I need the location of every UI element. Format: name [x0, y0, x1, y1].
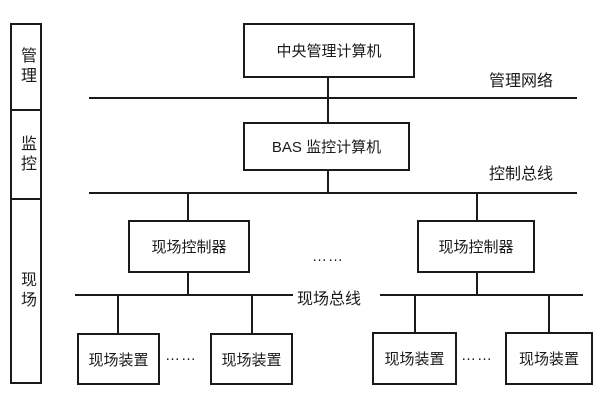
connector-central-to-bas — [327, 77, 329, 123]
node-field-controller-right: 现场控制器 — [417, 220, 535, 273]
node-bas-monitoring-computer-label: BAS 监控计算机 — [271, 139, 382, 156]
field-bus-line-right — [380, 294, 583, 296]
control-bus-label: 控制总线 — [489, 166, 554, 183]
node-field-device-3-label: 现场装置 — [384, 351, 445, 368]
node-bas-monitoring-computer: BAS 监控计算机 — [243, 122, 410, 171]
connector-bas-to-control-bus — [327, 170, 329, 193]
connector-field-bus-to-device-1 — [117, 295, 119, 334]
control-bus-line — [89, 192, 577, 194]
node-field-controller-left-label: 现场控制器 — [151, 239, 227, 256]
layer-monitoring-label: 监控 — [18, 134, 35, 175]
node-central-management-computer: 中央管理计算机 — [243, 23, 415, 78]
node-central-management-computer-label: 中央管理计算机 — [276, 43, 382, 60]
connector-field-bus-to-device-4 — [548, 295, 550, 333]
connector-right-controller-to-field-bus — [476, 272, 478, 295]
management-network-bus-line — [89, 97, 577, 99]
layer-management-label: 管理 — [18, 47, 35, 87]
layer-management: 管理 — [10, 23, 42, 111]
node-field-device-1-label: 现场装置 — [88, 351, 149, 369]
management-network-label: 管理网络 — [489, 73, 554, 90]
layer-field: 现场 — [10, 198, 42, 384]
connector-field-bus-to-device-3 — [414, 295, 416, 333]
ellipsis-between-controllers: …… — [312, 248, 344, 265]
connector-control-bus-to-left-controller — [187, 193, 189, 221]
connector-left-controller-to-field-bus — [187, 272, 189, 295]
ellipsis-between-devices-right: …… — [461, 347, 493, 364]
node-field-controller-left: 现场控制器 — [128, 220, 250, 273]
node-field-device-2: 现场装置 — [210, 333, 293, 385]
connector-control-bus-to-right-controller — [476, 193, 478, 221]
field-bus-line-left — [75, 294, 293, 296]
ellipsis-between-devices-left: …… — [165, 347, 197, 364]
layer-field-label: 现场 — [18, 271, 35, 311]
node-field-controller-right-label: 现场控制器 — [438, 239, 514, 256]
connector-field-bus-to-device-2 — [251, 295, 253, 334]
node-field-device-1: 现场装置 — [77, 333, 160, 385]
node-field-device-2-label: 现场装置 — [221, 351, 282, 369]
node-field-device-4: 现场装置 — [505, 332, 593, 385]
layer-monitoring: 监控 — [10, 109, 42, 200]
node-field-device-3: 现场装置 — [372, 332, 457, 385]
field-bus-label: 现场总线 — [297, 291, 362, 308]
node-field-device-4-label: 现场装置 — [518, 351, 579, 368]
